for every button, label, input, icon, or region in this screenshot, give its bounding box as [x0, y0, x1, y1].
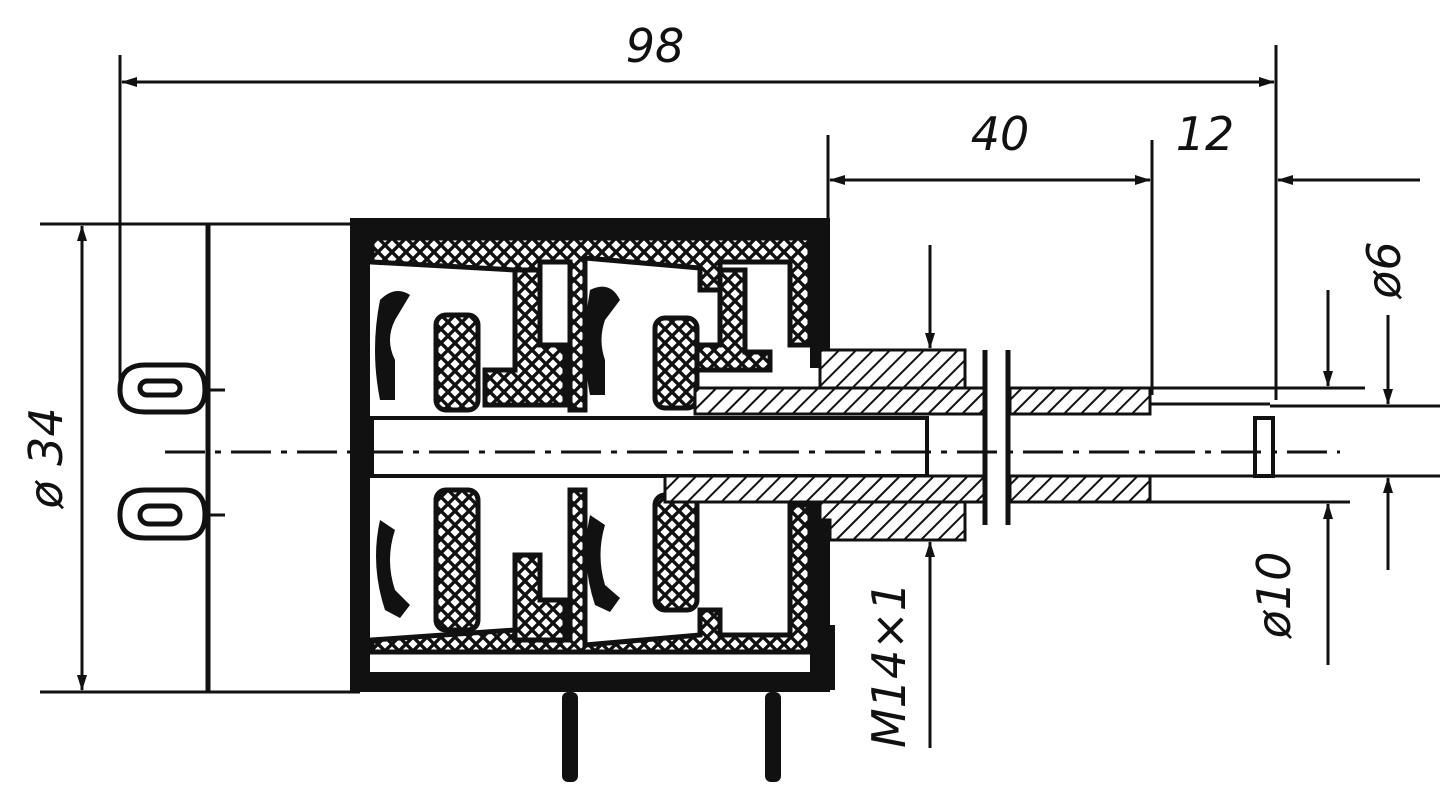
mounting-pins	[562, 692, 781, 782]
thread-label: M14×1	[862, 582, 916, 748]
dimension-shaft-length: 40	[826, 107, 1154, 395]
dimension-overall-length: 98	[118, 19, 1278, 400]
solder-lug-upper	[117, 362, 225, 415]
shaft	[165, 348, 1365, 542]
shaft-inner-diameter-label: ø6	[1357, 241, 1411, 299]
rear-cover	[205, 224, 357, 692]
shaft-length-label: 40	[971, 107, 1030, 161]
dimension-shaft-end: 12	[1176, 107, 1420, 185]
overall-length-label: 98	[626, 19, 685, 73]
dimension-shaft-inner-diameter: ø6	[1270, 241, 1440, 570]
dimension-body-diameter: ø 34	[19, 222, 360, 694]
dimension-shaft-outer-diameter: ø10	[1247, 290, 1333, 665]
solder-lug-lower	[117, 487, 225, 541]
body-diameter-label: ø 34	[19, 407, 73, 509]
shaft-outer-diameter-label: ø10	[1247, 552, 1301, 640]
dimension-thread: M14×1	[862, 245, 935, 748]
shaft-end-label: 12	[1176, 107, 1235, 161]
housing	[350, 218, 835, 692]
